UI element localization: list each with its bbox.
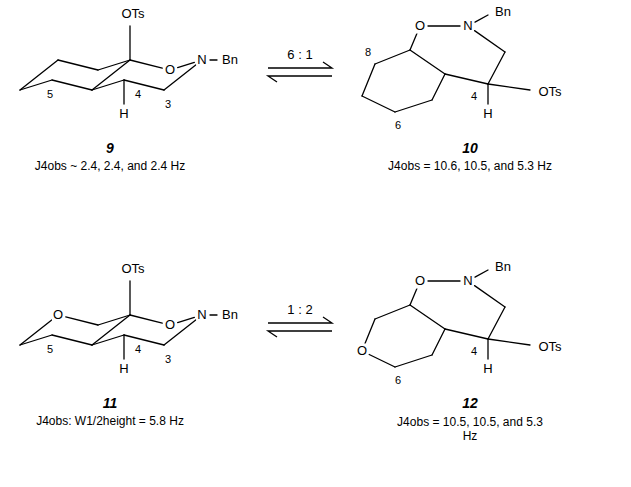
bond-line <box>432 74 445 100</box>
bond-line <box>124 80 164 90</box>
bond-line <box>395 100 432 112</box>
position-number: 5 <box>46 343 54 356</box>
bond-line <box>428 280 460 281</box>
atom-label: H <box>482 362 493 377</box>
bond-line <box>488 339 530 345</box>
atom-label: N <box>462 274 473 289</box>
bond-line <box>369 354 395 367</box>
atom-label: Bn <box>494 5 512 20</box>
coupling-note: J4obs = 10.5, 10.5, and 5.3 Hz <box>394 416 546 444</box>
bond-line <box>488 307 505 339</box>
atom-label: OTs <box>537 85 562 100</box>
bond-line <box>487 84 488 104</box>
position-number: 3 <box>164 353 172 366</box>
compound-number: 10 <box>461 140 479 156</box>
coupling-note: J4obs ~ 2.4, 2.4, and 2.4 Hz <box>34 160 186 174</box>
equilibrium-arrow <box>268 62 332 68</box>
bond-line <box>98 60 130 70</box>
equilibrium-arrow <box>268 317 332 323</box>
bond-line <box>58 60 98 70</box>
bond-line <box>375 50 410 64</box>
bond-line <box>98 315 130 325</box>
bond-line <box>475 15 488 22</box>
bond-line <box>124 335 164 345</box>
atom-label: OTs <box>120 7 145 22</box>
bond-line <box>475 286 505 307</box>
bond-line <box>375 305 410 319</box>
bond-line <box>395 355 432 367</box>
bond-line <box>20 60 58 90</box>
atom-label: O <box>52 308 64 323</box>
atom-label: N <box>196 53 207 68</box>
ratio-label: 1 : 2 <box>286 303 313 318</box>
equilibrium-arrow <box>268 331 332 337</box>
atom-label: N <box>462 19 473 34</box>
atom-label: OTs <box>120 262 145 277</box>
bond-line <box>210 314 217 315</box>
position-number: 3 <box>164 98 172 111</box>
atom-label: H <box>118 362 129 377</box>
bond-line <box>52 335 92 345</box>
bond-line <box>362 64 375 96</box>
atom-label: N <box>196 308 207 323</box>
atom-label: OTs <box>537 340 562 355</box>
bond-line <box>410 50 445 74</box>
bond-line <box>410 288 417 305</box>
equilibrium-arrow <box>268 76 332 82</box>
position-number: 4 <box>134 88 142 101</box>
bond-line <box>432 329 445 355</box>
coupling-note: J4obs: W1/2height = 5.8 Hz <box>35 415 185 429</box>
ratio-label: 6 : 1 <box>286 48 313 63</box>
bond-line <box>52 80 92 90</box>
bond-line <box>445 74 488 84</box>
coupling-note: J4obs = 10.6, 10.5, and 5.3 Hz <box>387 160 553 174</box>
atom-label: H <box>482 107 493 122</box>
bond-line <box>129 26 130 60</box>
atom-label: O <box>164 318 176 333</box>
bond-line <box>488 84 530 90</box>
position-number: 4 <box>470 345 478 358</box>
bond-line <box>362 96 395 112</box>
position-number: 6 <box>394 374 402 387</box>
bond-line <box>428 25 460 26</box>
compound-number: 11 <box>102 395 119 411</box>
bond-line <box>475 270 488 277</box>
atom-label: Bn <box>494 260 512 275</box>
bond-line <box>488 52 505 84</box>
atom-label: Bn <box>221 308 239 323</box>
position-number: 6 <box>394 119 402 132</box>
position-number: 4 <box>470 90 478 103</box>
position-number: 4 <box>134 343 142 356</box>
compound-number: 12 <box>461 395 479 411</box>
bond-line <box>129 281 130 315</box>
bond-line <box>123 335 124 359</box>
bond-line <box>445 329 488 339</box>
compound-number: 9 <box>105 140 115 156</box>
atom-label: Bn <box>221 53 239 68</box>
bond-line <box>365 319 375 344</box>
bond-line <box>130 315 162 323</box>
bond-line <box>178 317 195 322</box>
bond-line <box>92 80 124 90</box>
position-number: 8 <box>364 46 372 59</box>
bond-line <box>130 60 162 68</box>
atom-label: O <box>414 19 426 34</box>
atom-label: O <box>414 274 426 289</box>
bond-line <box>410 305 445 329</box>
bond-line <box>123 80 124 104</box>
bond-line <box>66 317 98 325</box>
bond-line <box>178 62 195 67</box>
bond-line <box>475 31 505 52</box>
bond-line <box>210 59 217 60</box>
atom-label: O <box>356 344 368 359</box>
position-number: 5 <box>46 88 54 101</box>
bond-line <box>487 339 488 359</box>
bond-line <box>92 335 124 345</box>
atom-label: O <box>164 63 176 78</box>
bond-line <box>410 33 417 50</box>
atom-label: H <box>118 107 129 122</box>
bond-line <box>20 320 52 345</box>
